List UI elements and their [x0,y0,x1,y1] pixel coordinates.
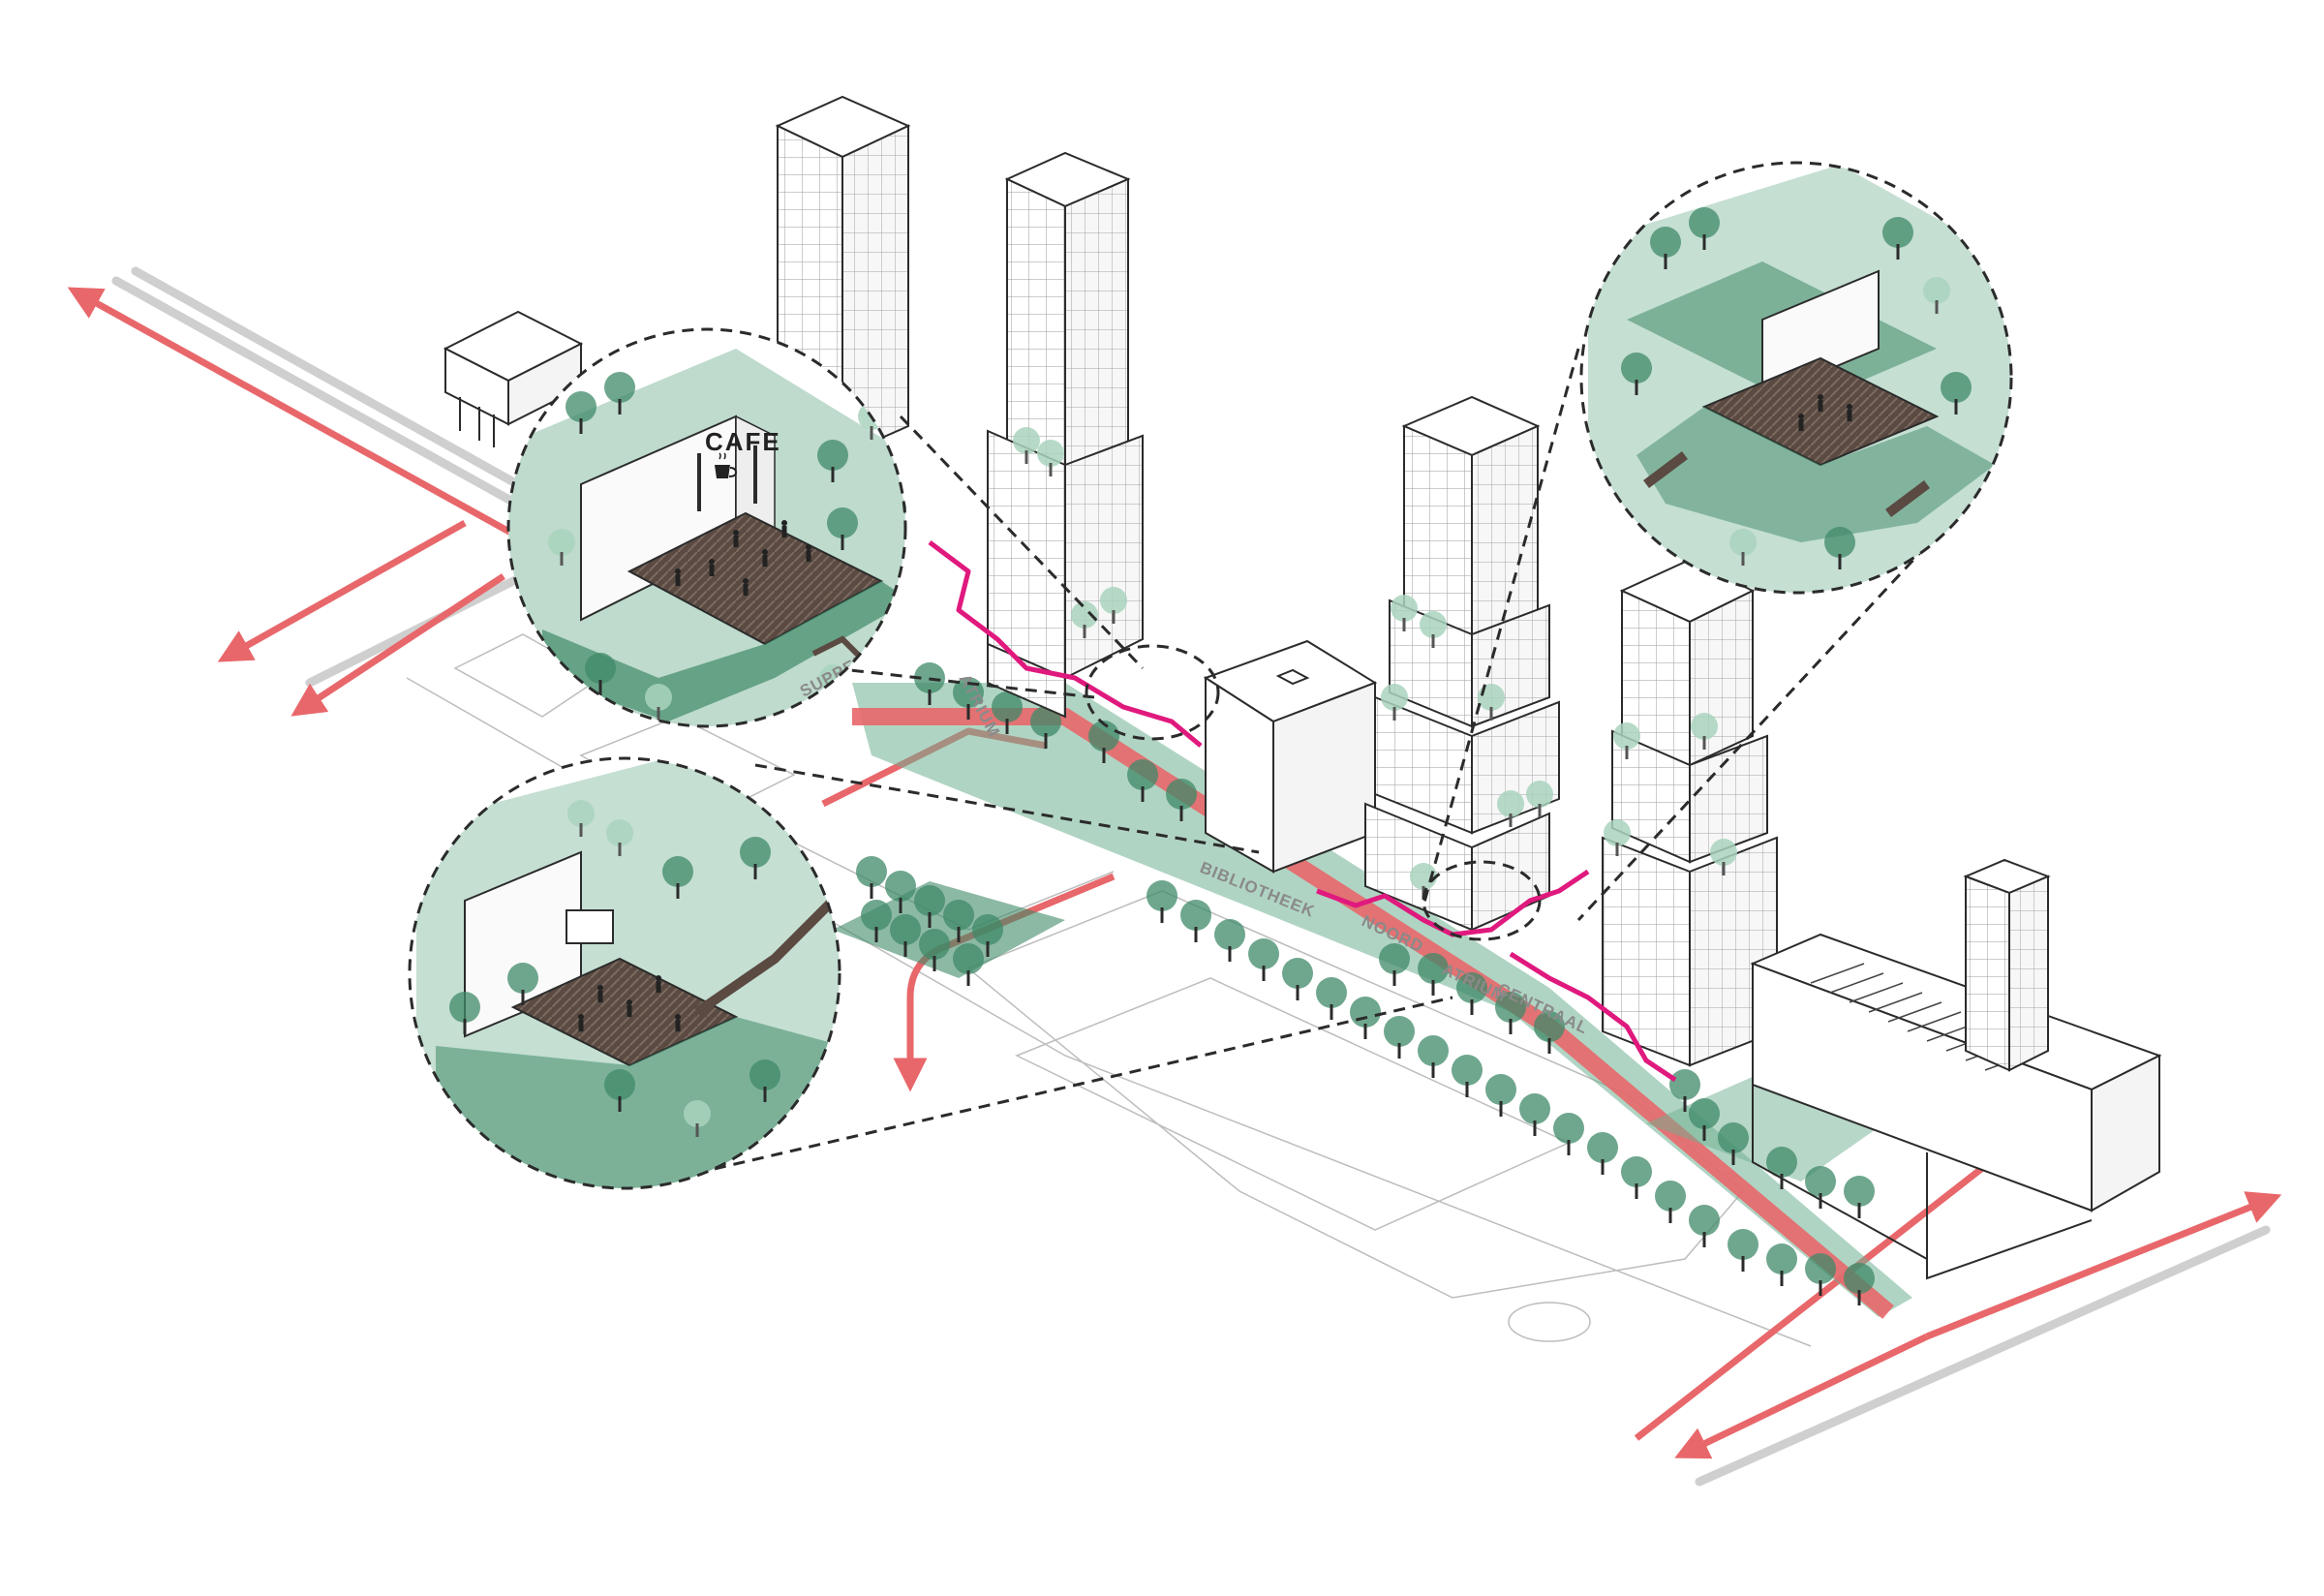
callout-plaza [408,756,841,1190]
coffee-cup-icon [715,452,738,478]
callout-yoga [1579,161,2013,595]
far-tower [1963,858,2051,1072]
cafe-sign: CAFE [705,427,781,456]
callout-cafe: CAFE SUPPER [506,327,907,728]
callout-lines [638,348,1968,1188]
tower-b [987,151,1144,719]
cube-building [1203,639,1378,874]
tower-c [1364,395,1560,932]
pavilion [443,310,584,447]
green-promenade [833,683,1912,1319]
tower-d [1602,558,1778,1067]
